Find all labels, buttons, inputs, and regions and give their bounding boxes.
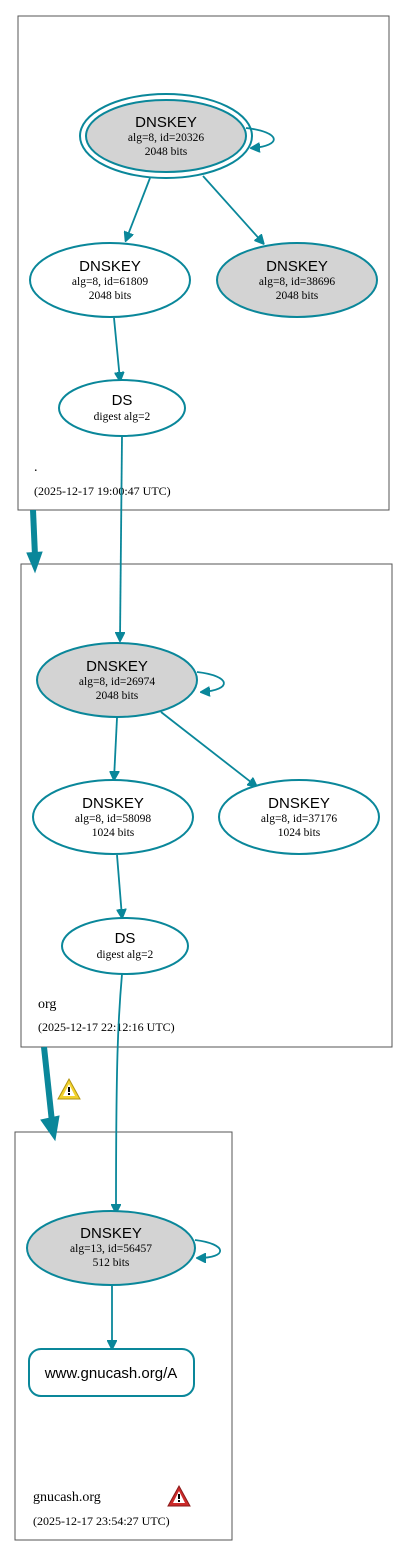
node-detail: alg=8, id=58098	[75, 813, 151, 825]
edge-org-ds-gnucash-key	[116, 973, 123, 1212]
node-shape	[58, 379, 186, 437]
node-title: DNSKEY	[266, 258, 328, 275]
node-detail: alg=13, id=56457	[70, 1243, 152, 1255]
node-outer-ring	[79, 93, 253, 179]
edge-gnucash-key-self	[194, 1239, 221, 1258]
edge-org-ksk-self	[196, 671, 225, 692]
node-title: DNSKEY	[79, 258, 141, 275]
node-detail: alg=8, id=61809	[72, 276, 148, 288]
zone-label: gnucash.org	[33, 1490, 101, 1505]
node-org-ds[interactable]: DS digest alg=2	[61, 917, 189, 975]
node-gnucash-key[interactable]: DNSKEY alg=13, id=56457 512 bits	[26, 1210, 196, 1286]
node-gnucash-rrset[interactable]: www.gnucash.org/A	[28, 1348, 195, 1397]
node-bits: 2048 bits	[96, 690, 139, 702]
edge-root-ksk-38696	[202, 175, 263, 243]
zone-timestamp: (2025-12-17 23:54:27 UTC)	[33, 1514, 170, 1528]
node-bits: 2048 bits	[145, 146, 188, 158]
node-bits: 512 bits	[93, 1257, 130, 1269]
error-icon	[167, 1484, 191, 1507]
node-org-ksk[interactable]: DNSKEY alg=8, id=26974 2048 bits	[36, 642, 198, 718]
zone-timestamp: (2025-12-17 19:00:47 UTC)	[34, 484, 171, 498]
node-shape	[29, 242, 191, 318]
node-detail: digest alg=2	[97, 949, 154, 961]
node-title: DNSKEY	[82, 795, 144, 812]
node-title: DNSKEY	[86, 658, 148, 675]
node-bits: 2048 bits	[276, 290, 319, 302]
warning-icon	[57, 1077, 81, 1100]
node-root-ds[interactable]: DS digest alg=2	[58, 379, 186, 437]
node-detail: alg=8, id=20326	[128, 132, 204, 144]
node-root-zsk[interactable]: DNSKEY alg=8, id=61809 2048 bits	[29, 242, 191, 318]
edge-root-ds-org-ksk	[120, 435, 122, 640]
node-title: DNSKEY	[135, 114, 197, 131]
node-org-zsk[interactable]: DNSKEY alg=8, id=58098 1024 bits	[32, 779, 194, 855]
node-shape	[216, 242, 378, 318]
node-shape	[36, 642, 198, 718]
edge-root-ksk-self	[245, 127, 275, 148]
node-bits: 1024 bits	[278, 827, 321, 839]
edge-org-zsk-ds	[116, 854, 122, 917]
node-shape	[28, 1348, 195, 1397]
delegation-arrow-root-org	[30, 509, 38, 557]
edge-org-ksk-zsk	[114, 717, 117, 779]
zone-timestamp: (2025-12-17 22:12:16 UTC)	[38, 1020, 175, 1034]
zone-label: .	[34, 460, 38, 475]
delegation-arrowhead-org-gnucash	[40, 1115, 60, 1142]
node-root-key-38696[interactable]: DNSKEY alg=8, id=38696 2048 bits	[216, 242, 378, 318]
node-title: DNSKEY	[268, 795, 330, 812]
node-root-ksk[interactable]: DNSKEY alg=8, id=20326 2048 bits	[79, 93, 253, 179]
zone-gnucash: gnucash.org (2025-12-17 23:54:27 UTC)	[14, 1131, 233, 1541]
node-title: DS	[115, 930, 136, 947]
node-title: DS	[112, 392, 133, 409]
node-detail: digest alg=2	[94, 411, 151, 423]
node-bits: 1024 bits	[92, 827, 135, 839]
node-detail: alg=8, id=37176	[261, 813, 337, 825]
node-shape	[32, 779, 194, 855]
delegation-arrow-org-gnucash	[41, 1046, 55, 1123]
node-shape	[85, 99, 247, 173]
node-shape	[218, 779, 380, 855]
zone-label: org	[38, 997, 56, 1012]
node-org-key-37176[interactable]: DNSKEY alg=8, id=37176 1024 bits	[218, 779, 380, 855]
node-shape	[61, 917, 189, 975]
node-title: www.gnucash.org/A	[44, 1365, 178, 1382]
edge-org-ksk-37176	[160, 711, 256, 786]
node-bits: 2048 bits	[89, 290, 132, 302]
node-shape	[26, 1210, 196, 1286]
node-detail: alg=8, id=38696	[259, 276, 335, 288]
edge-root-ksk-zsk	[126, 177, 151, 240]
edge-root-zsk-ds	[113, 317, 120, 380]
zone-gnucash-box	[14, 1131, 233, 1541]
node-title: DNSKEY	[80, 1225, 142, 1242]
node-detail: alg=8, id=26974	[79, 676, 155, 688]
delegation-arrowhead-root-org	[26, 551, 43, 574]
